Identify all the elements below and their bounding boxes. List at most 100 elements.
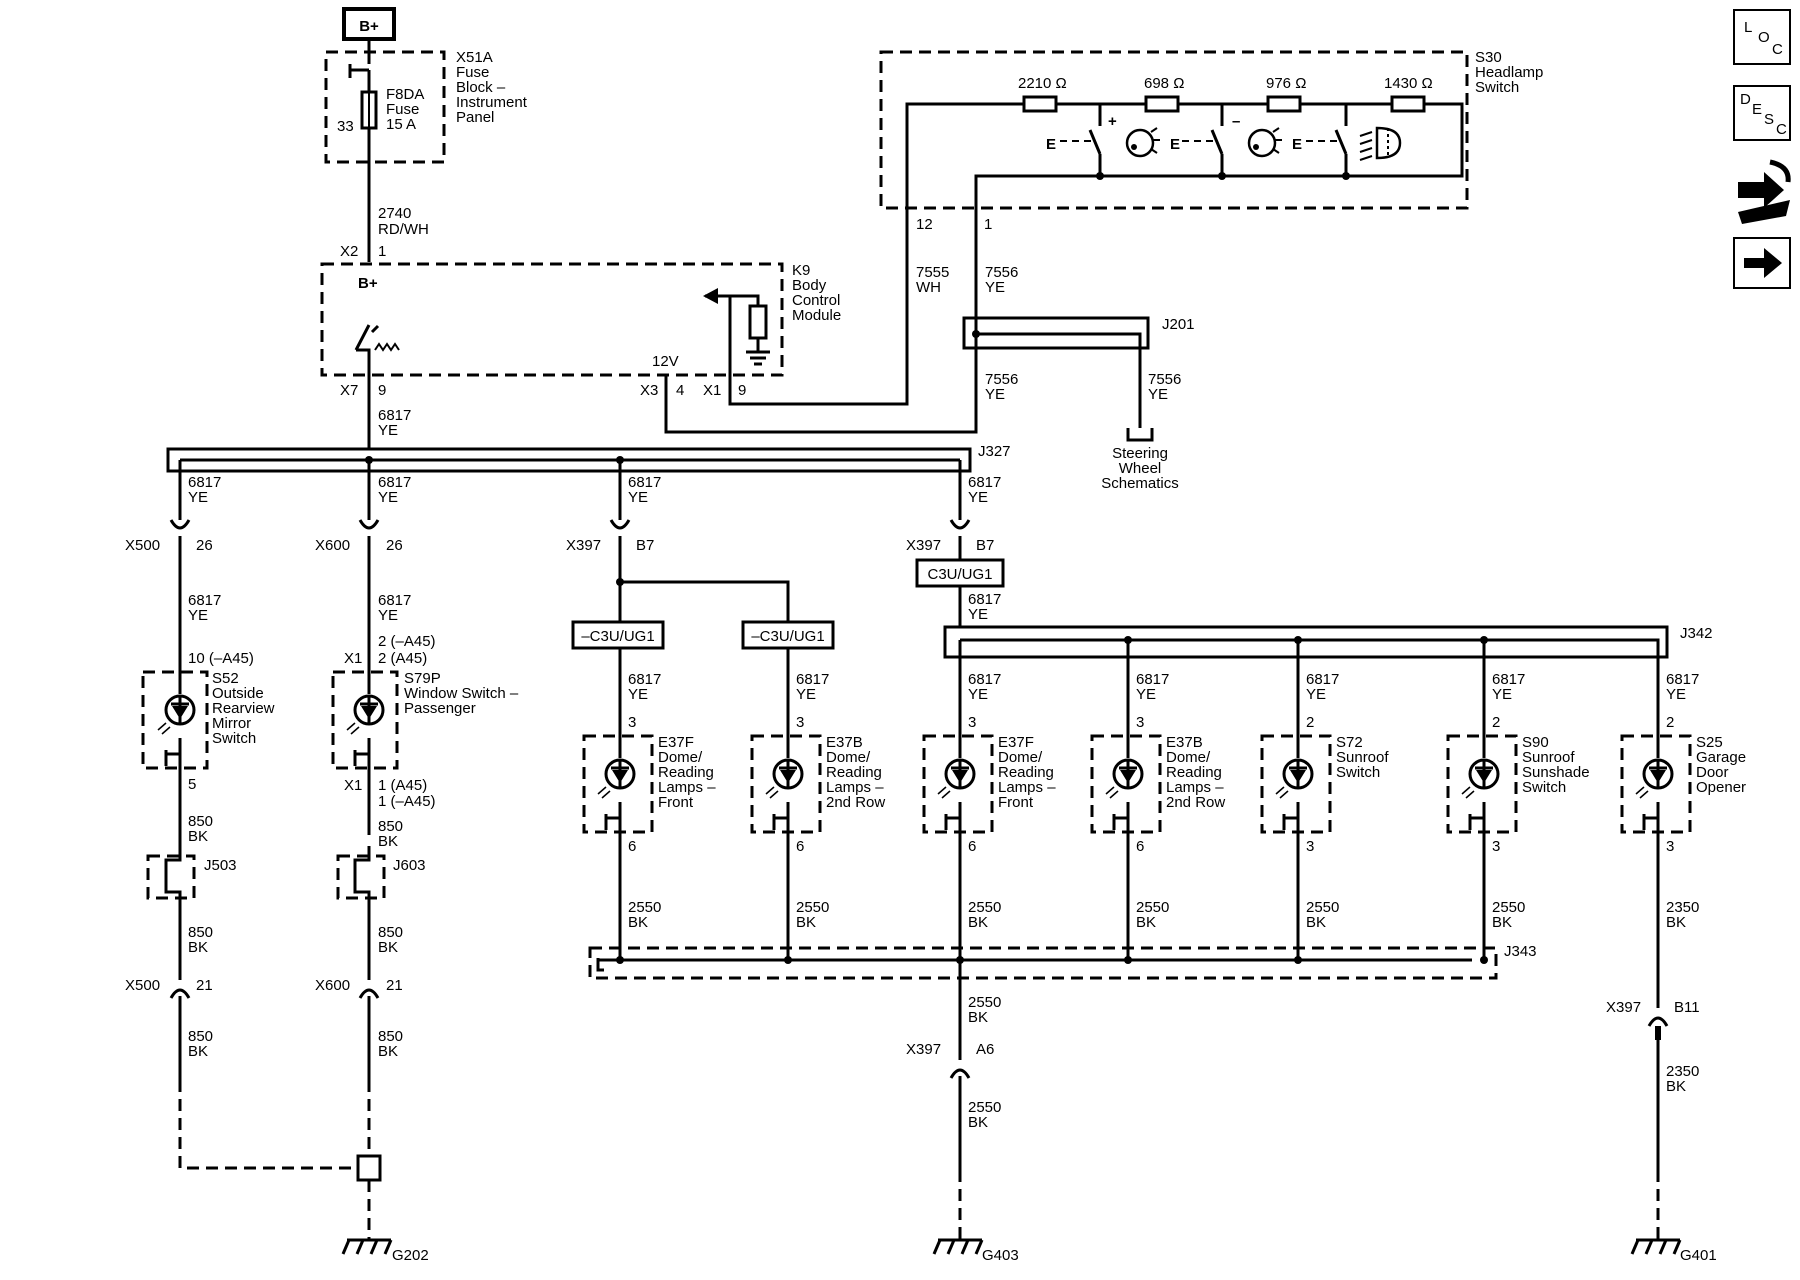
resistor-2210 <box>1022 95 1058 113</box>
lamp-e37b-b-name-2: Reading <box>1166 764 1222 781</box>
lamp-s72-w-in-color: YE <box>1306 686 1326 703</box>
mirror-w5-circuit: 850 <box>188 1028 213 1045</box>
lamp-e37b-a-pin-in: 3 <box>796 714 804 731</box>
feed-wire-connector: X2 <box>340 243 358 260</box>
lamp-s72-pin-in: 2 <box>1306 714 1314 731</box>
mirror-name-4: Switch <box>212 730 256 747</box>
lamp-s72-name-2: Switch <box>1336 764 1380 781</box>
lamp-e37f-a-pin-in: 3 <box>628 714 636 731</box>
loc-letter-l: L <box>1744 19 1752 36</box>
wire-7555-color: WH <box>916 279 941 296</box>
lamp-e37b-b-bulb-icon <box>1104 758 1144 832</box>
lamp-e37f-a-name-2: Reading <box>658 764 714 781</box>
fuse-name-line-3: 15 A <box>386 116 416 133</box>
option-box-a-right <box>741 620 835 650</box>
lamp-e37f-b-name-4: Front <box>998 794 1034 811</box>
lamp-e37f-a-w-in-circuit: 6817 <box>628 671 661 688</box>
loc-letter-o: O <box>1758 29 1770 46</box>
ground-right-c-pin: B11 <box>1674 999 1700 1016</box>
mirror-pin-in: 10 (–A45) <box>188 650 254 667</box>
battery-supply-label: B+ <box>359 18 379 35</box>
lamp-e37f-a-name-4: Front <box>658 794 694 811</box>
bcm-name-2: Control <box>792 292 840 309</box>
option-b-label: C3U/UG1 <box>927 566 992 583</box>
lamp-s90-outline <box>1446 734 1518 834</box>
ground-mid-w2-color: BK <box>968 1114 988 1131</box>
bcm-name-3: Module <box>792 307 841 324</box>
feed-wire-circuit: 2740 <box>378 205 411 222</box>
switch-plus: + <box>1108 113 1117 130</box>
feed-wire-color: RD/WH <box>378 221 429 238</box>
lamp-s25-outline <box>1620 734 1692 834</box>
window-w4-circuit: 850 <box>378 924 403 941</box>
window-w3-color: BK <box>378 833 398 850</box>
window-pin-in-b: 2 (A45) <box>378 650 427 667</box>
dimmer-up-icon <box>1125 127 1160 158</box>
bcm-x3: X3 <box>640 382 658 399</box>
desc-letter-d: D <box>1740 91 1751 108</box>
lamp-e37f-a-w-out-color: BK <box>628 914 648 931</box>
loc-letter-c: C <box>1772 41 1783 58</box>
lamp-s90-w-in-circuit: 6817 <box>1492 671 1525 688</box>
description-button[interactable]: D E S C <box>1733 85 1791 141</box>
mirror-name-1: Outside <box>212 685 264 702</box>
bcm-outline <box>320 262 784 377</box>
connector-end-view-icon[interactable] <box>1738 159 1791 224</box>
ground-right-c: X397 <box>1606 999 1641 1016</box>
lamp-e37b-a-w-out-color: BK <box>796 914 816 931</box>
mirror-w5-color: BK <box>188 1043 208 1060</box>
ground-splice-g202 <box>356 1154 382 1182</box>
bcm-id: K9 <box>792 262 810 279</box>
resistor-976-label: 976 Ω <box>1266 75 1306 92</box>
lamp-s25-w-out-circuit: 2350 <box>1666 899 1699 916</box>
wire-7556c-color: YE <box>1148 386 1168 403</box>
dome-b-c1: X397 <box>906 537 941 554</box>
window-switch-outline <box>331 670 399 770</box>
lamp-e37f-a-name-1: Dome/ <box>658 749 703 766</box>
lamp-s25-w-in-circuit: 6817 <box>1666 671 1699 688</box>
lamp-e37b-b-w-in-color: YE <box>1136 686 1156 703</box>
lamp-e37b-b-name-3: Lamps – <box>1166 779 1224 796</box>
mirror-name-3: Mirror <box>212 715 251 732</box>
mirror-w2-circuit: 6817 <box>188 592 221 609</box>
dome-a-c1-pin: B7 <box>636 537 654 554</box>
window-w3-circuit: 850 <box>378 818 403 835</box>
window-pin-in-a: 2 (–A45) <box>378 633 436 650</box>
headlamp-switch-outline <box>879 50 1469 210</box>
splice-j343-label: J343 <box>1504 943 1537 960</box>
location-button[interactable]: L O C <box>1733 9 1791 65</box>
lamp-s90-pin-out: 3 <box>1492 838 1500 855</box>
dome-a-w1-color: YE <box>628 489 648 506</box>
mirror-w3-color: BK <box>188 828 208 845</box>
window-c1: X600 <box>315 537 350 554</box>
window-id: S79P <box>404 670 441 687</box>
lamp-e37f-a-outline <box>582 734 654 834</box>
splice-j342 <box>943 625 1669 659</box>
lamp-e37b-b-pin-out: 6 <box>1136 838 1144 855</box>
next-page-button[interactable] <box>1733 237 1791 289</box>
ground-right-w2-color: BK <box>1666 1078 1686 1095</box>
lamp-e37b-b-id: E37B <box>1166 734 1203 751</box>
lamp-s25-name-2: Door <box>1696 764 1729 781</box>
steering-line-2[interactable]: Wheel <box>1119 460 1162 477</box>
ground-mid-w1-color: BK <box>968 1009 988 1026</box>
lamp-e37b-a-bulb-icon <box>764 758 804 832</box>
lamp-s72-w-out-color: BK <box>1306 914 1326 931</box>
lamp-e37f-a-name-3: Lamps – <box>658 779 716 796</box>
lamp-e37f-a-id: E37F <box>658 734 694 751</box>
wire-7556a-circuit: 7556 <box>985 264 1018 281</box>
fuse-block-name-2: Block – <box>456 79 506 96</box>
lamp-e37b-a-name-3: Lamps – <box>826 779 884 796</box>
lamp-e37b-b-name-4: 2nd Row <box>1166 794 1225 811</box>
steering-line-1[interactable]: Steering <box>1112 445 1168 462</box>
fuse-pin-label: 33 <box>337 118 354 135</box>
lamp-s90-pin-in: 2 <box>1492 714 1500 731</box>
lamp-e37f-b-w-out-color: BK <box>968 914 988 931</box>
steering-line-3[interactable]: Schematics <box>1101 475 1179 492</box>
fuse-block-name-3: Instrument <box>456 94 528 111</box>
splice-j503-label: J503 <box>204 857 237 874</box>
arrow-right-icon <box>1744 248 1782 278</box>
mirror-c1-pin: 26 <box>196 537 213 554</box>
bcm-x1-pin: 9 <box>738 382 746 399</box>
